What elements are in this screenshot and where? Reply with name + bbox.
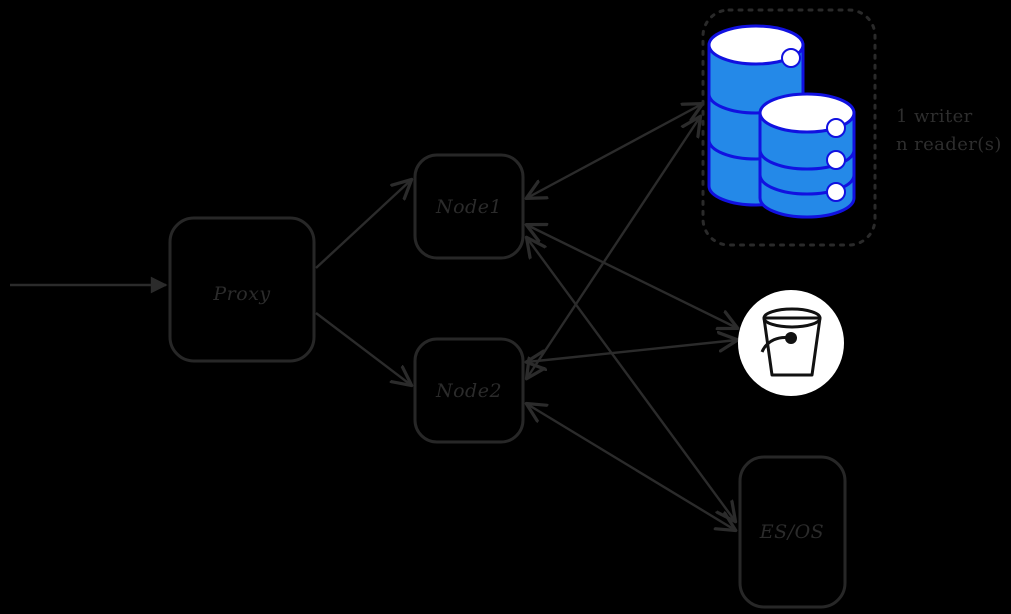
annotation-line-readers: n reader(s) xyxy=(896,134,1002,155)
edge-node1-esos xyxy=(527,238,735,521)
edge-line xyxy=(527,340,737,362)
database-group[interactable] xyxy=(701,8,877,247)
bucket-handle-knob-icon xyxy=(785,332,797,344)
proxy-node[interactable]: Proxy xyxy=(168,216,316,363)
edge-node1-database xyxy=(527,104,702,198)
object-store-node[interactable] xyxy=(738,290,844,396)
edge-proxy-to-node2 xyxy=(315,312,411,385)
database-cylinder-secondary-icon xyxy=(758,92,856,219)
node2-box[interactable] xyxy=(413,337,525,444)
edge-line xyxy=(527,117,700,378)
database-annotation: 1 writer n reader(s) xyxy=(896,106,1002,155)
edge-node1-object-store xyxy=(527,225,737,328)
esos-label: ES/OS xyxy=(759,521,824,543)
node1-label: Node1 xyxy=(435,196,502,218)
edge-node2-database xyxy=(527,117,700,378)
edge-line xyxy=(527,238,735,521)
edge-line xyxy=(527,225,737,328)
esos-node[interactable]: ES/OS xyxy=(738,455,847,609)
esos-box[interactable] xyxy=(738,455,847,609)
edge-line xyxy=(527,104,702,198)
annotation-line-writer: 1 writer xyxy=(896,106,973,127)
edge-node2-object-store xyxy=(527,340,737,362)
proxy-box[interactable] xyxy=(168,216,316,363)
node2-node[interactable]: Node2 xyxy=(413,337,525,444)
node1-box[interactable] xyxy=(413,153,525,260)
node1-node[interactable]: Node1 xyxy=(413,153,525,260)
database-group-border xyxy=(701,8,877,247)
edge-proxy-to-node1 xyxy=(315,180,411,269)
edge-line xyxy=(527,404,735,530)
bucket-icon xyxy=(760,307,822,377)
edge-line xyxy=(315,312,411,385)
edge-node2-esos xyxy=(527,404,735,530)
proxy-label: Proxy xyxy=(212,283,270,305)
edge-line xyxy=(315,180,411,269)
node2-label: Node2 xyxy=(435,380,502,402)
